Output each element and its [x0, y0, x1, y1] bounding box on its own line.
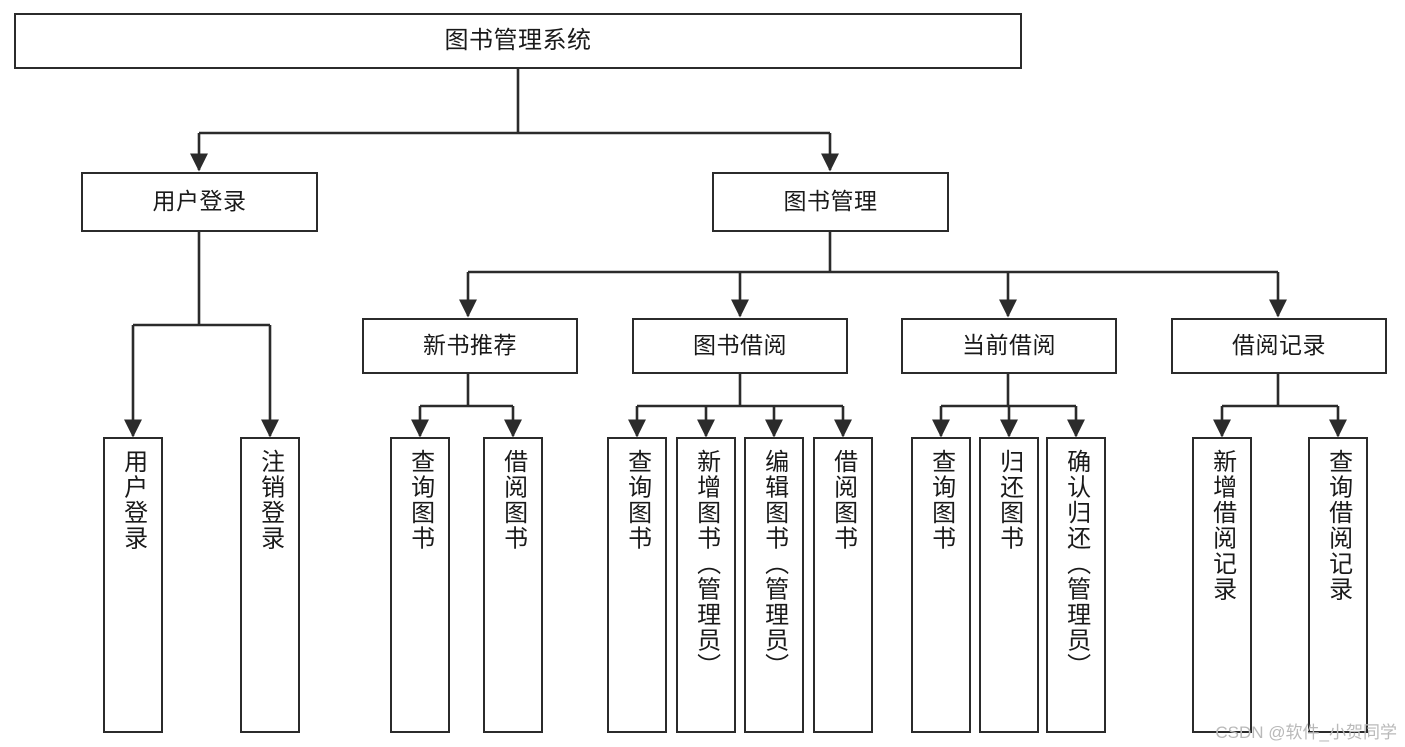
- leaf-add-book-admin[interactable]: 新增图书（管理员）: [676, 437, 736, 733]
- leaf-user-login[interactable]: 用户登录: [103, 437, 163, 733]
- node-root-book-management-system[interactable]: 图书管理系统: [14, 13, 1022, 69]
- node-label: 查询图书: [406, 449, 434, 551]
- leaf-query-book-borrow[interactable]: 查询图书: [607, 437, 667, 733]
- node-label: 查询图书: [623, 449, 651, 551]
- node-label: 用户登录: [152, 188, 247, 215]
- node-current-borrow[interactable]: 当前借阅: [901, 318, 1117, 374]
- leaf-edit-book-admin[interactable]: 编辑图书（管理员）: [744, 437, 804, 733]
- leaf-add-borrow-record[interactable]: 新增借阅记录: [1192, 437, 1252, 733]
- node-user-login[interactable]: 用户登录: [81, 172, 318, 232]
- node-label: 用户登录: [119, 449, 147, 551]
- leaf-query-borrow-record[interactable]: 查询借阅记录: [1308, 437, 1368, 733]
- leaf-return-book[interactable]: 归还图书: [979, 437, 1039, 733]
- node-label: 图书管理系统: [444, 26, 592, 54]
- leaf-borrow-book-recommend[interactable]: 借阅图书: [483, 437, 543, 733]
- node-label: 新书推荐: [423, 332, 517, 359]
- leaf-query-book-current[interactable]: 查询图书: [911, 437, 971, 733]
- node-book-borrow[interactable]: 图书借阅: [632, 318, 848, 374]
- node-label: 借阅图书: [499, 449, 527, 551]
- node-label: 查询借阅记录: [1324, 449, 1352, 602]
- node-book-management[interactable]: 图书管理: [712, 172, 949, 232]
- node-label: 新增借阅记录: [1208, 449, 1236, 602]
- node-label: 新增图书（管理员）: [692, 449, 720, 679]
- node-label: 图书借阅: [693, 332, 787, 359]
- node-label: 归还图书: [995, 449, 1023, 551]
- leaf-confirm-return-admin[interactable]: 确认归还（管理员）: [1046, 437, 1106, 733]
- node-label: 确认归还（管理员）: [1062, 449, 1090, 679]
- node-label: 查询图书: [927, 449, 955, 551]
- node-new-book-recommend[interactable]: 新书推荐: [362, 318, 578, 374]
- leaf-query-book-recommend[interactable]: 查询图书: [390, 437, 450, 733]
- node-label: 注销登录: [256, 449, 284, 551]
- node-label: 借阅记录: [1232, 332, 1326, 359]
- csdn-watermark: CSDN @软件_小贺同学: [1215, 723, 1397, 742]
- node-label: 当前借阅: [962, 332, 1056, 359]
- leaf-logout[interactable]: 注销登录: [240, 437, 300, 733]
- leaf-borrow-book[interactable]: 借阅图书: [813, 437, 873, 733]
- node-label: 编辑图书（管理员）: [760, 449, 788, 679]
- node-label: 借阅图书: [829, 449, 857, 551]
- node-borrow-record[interactable]: 借阅记录: [1171, 318, 1387, 374]
- node-label: 图书管理: [783, 188, 878, 215]
